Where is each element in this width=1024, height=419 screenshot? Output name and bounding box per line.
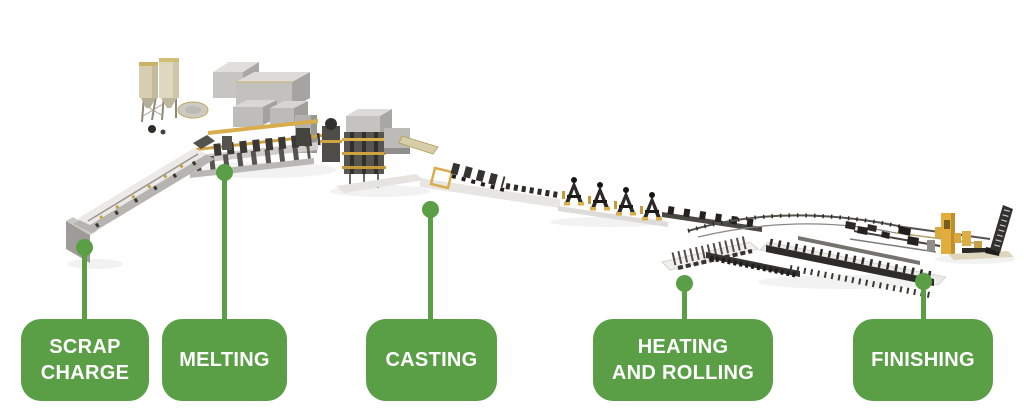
scrap-charge-connector-line xyxy=(81,247,87,321)
stage-label-line: SCRAP xyxy=(49,336,121,358)
stage-label-line: AND ROLLING xyxy=(611,362,755,384)
stage-label-line: MELTING xyxy=(179,349,270,371)
runout-line-illustration xyxy=(420,162,560,208)
melting-connector-dot xyxy=(215,163,233,181)
stage-label-finishing: FINISHING xyxy=(853,319,993,401)
casting-connector-dot xyxy=(421,200,439,218)
scrap-charge-connector-dot xyxy=(75,238,93,256)
melting-connector-line xyxy=(221,172,227,321)
scrap-silos-illustration xyxy=(139,58,179,123)
finishing-connector-dot xyxy=(914,272,932,290)
stage-label-line: CASTING xyxy=(385,349,478,371)
stage-label-casting: CASTING xyxy=(366,319,497,401)
cooling-bed-illustration xyxy=(706,236,947,298)
finishing-connector-line xyxy=(920,281,926,321)
loop-conveyor-illustration xyxy=(687,213,991,245)
heating-and-rolling-connector-line xyxy=(681,283,687,321)
finishing-area-illustration xyxy=(849,205,1014,260)
stage-label-melting: MELTING xyxy=(162,319,287,401)
heating-and-rolling-connector-dot xyxy=(675,274,693,292)
rolling-stands-illustration xyxy=(558,177,668,227)
transfer-line-illustration xyxy=(662,206,762,232)
stage-label-line: HEATING xyxy=(637,336,729,358)
casting-tower-illustration xyxy=(320,109,439,193)
casting-connector-line xyxy=(427,209,433,321)
stage-label-heating-and-rolling: HEATING AND ROLLING xyxy=(593,319,773,401)
stage-label-line: CHARGE xyxy=(40,362,130,384)
melting-shop-illustration xyxy=(148,62,322,178)
stage-label-line: FINISHING xyxy=(871,349,975,371)
stage-label-scrap-charge: SCRAP CHARGE xyxy=(21,319,149,401)
